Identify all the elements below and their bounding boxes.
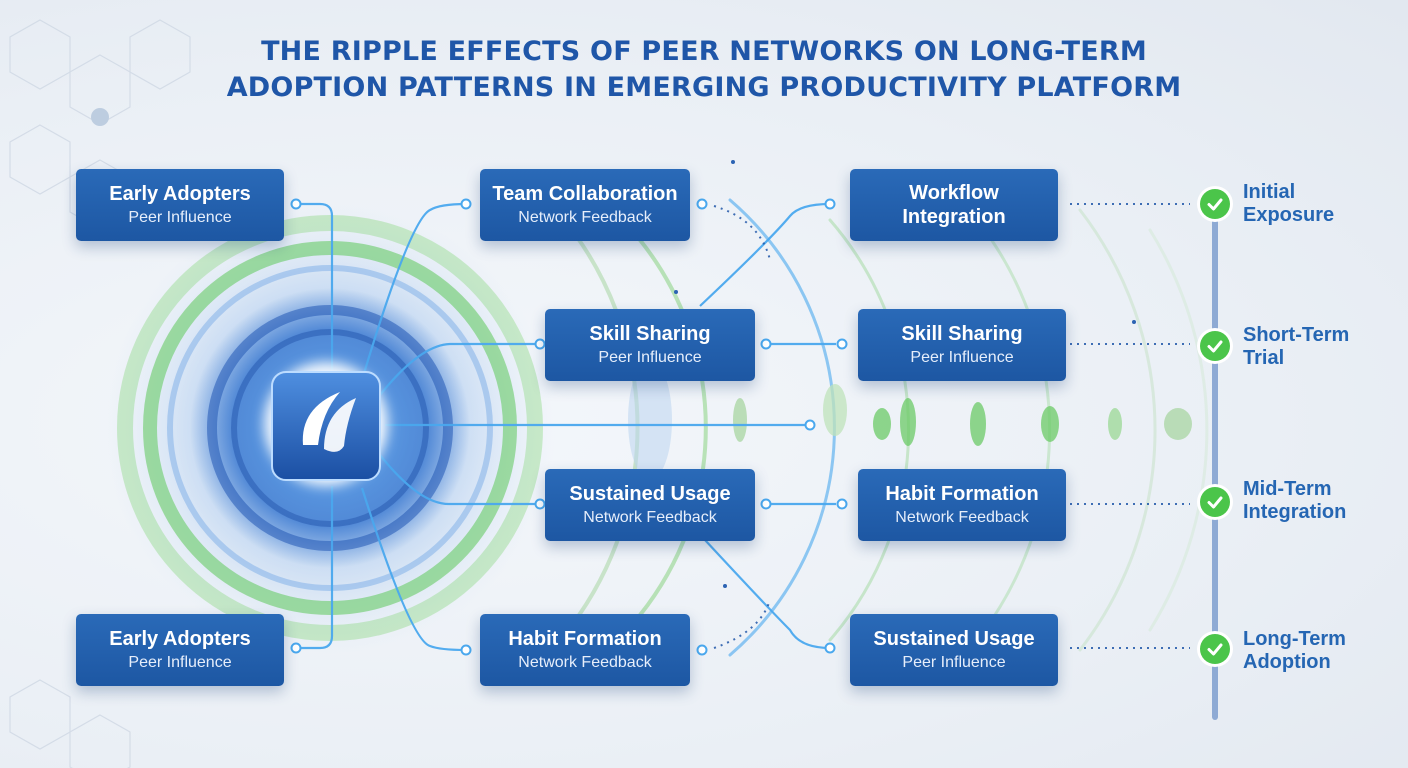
- stage-line-1: Short-Term: [1243, 324, 1350, 346]
- node-subtitle: Peer Influence: [128, 653, 232, 671]
- node-subtitle: Network Feedback: [518, 208, 652, 226]
- node-workflow-integration: Workflow Integration: [850, 169, 1058, 241]
- stage-label-short-term-trial: Short-Term Trial: [1243, 324, 1349, 370]
- node-habit-formation-right: Habit Formation Network Feedback: [858, 469, 1066, 541]
- node-sustained-usage-mid: Sustained Usage Network Feedback: [545, 469, 755, 541]
- node-subtitle: Network Feedback: [518, 653, 652, 671]
- check-icon: [1200, 487, 1230, 517]
- node-early-adopters-top: Early Adopters Peer Influence: [76, 169, 284, 241]
- node-habit-formation-bottom: Habit Formation Network Feedback: [480, 614, 690, 686]
- adoption-timeline: [1212, 198, 1218, 720]
- node-title: Workflow Integration: [902, 182, 1006, 228]
- node-skill-sharing-mid: Skill Sharing Peer Influence: [545, 309, 755, 381]
- stage-line-1: Mid-Term: [1243, 478, 1332, 500]
- platform-logo-icon: [271, 371, 381, 481]
- stage-label-mid-term-integration: Mid-Term Integration: [1243, 478, 1346, 524]
- node-title: Early Adopters: [109, 182, 251, 205]
- page-title: THE RIPPLE EFFECTS OF PEER NETWORKS ON L…: [0, 34, 1408, 106]
- check-icon: [1200, 634, 1230, 664]
- ripple-blobs: [628, 360, 1192, 480]
- stage-label-long-term-adoption: Long-Term Adoption: [1243, 628, 1346, 674]
- title-line-1: THE RIPPLE EFFECTS OF PEER NETWORKS ON L…: [261, 36, 1147, 67]
- node-title: Sustained Usage: [569, 482, 731, 505]
- node-title: Skill Sharing: [589, 322, 711, 345]
- connector-lines: [296, 202, 836, 652]
- check-icon: [1200, 189, 1230, 219]
- node-subtitle: Peer Influence: [910, 348, 1014, 366]
- node-subtitle: Network Feedback: [895, 508, 1029, 526]
- node-subtitle: Peer Influence: [128, 208, 232, 226]
- node-title: Early Adopters: [109, 627, 251, 650]
- title-line-2: ADOPTION PATTERNS IN EMERGING PRODUCTIVI…: [226, 72, 1182, 103]
- stage-line-2: Exposure: [1243, 204, 1335, 226]
- check-icon: [1200, 331, 1230, 361]
- node-title: Skill Sharing: [901, 322, 1023, 345]
- node-sustained-usage-bottom: Sustained Usage Peer Influence: [850, 614, 1058, 686]
- node-subtitle: Peer Influence: [902, 653, 1006, 671]
- node-title: Team Collaboration: [492, 182, 678, 205]
- decor-dot: [91, 108, 109, 126]
- stage-line-2: Trial: [1243, 347, 1285, 369]
- dotted-connectors: [713, 203, 1190, 649]
- stage-line-1: Initial: [1243, 181, 1296, 203]
- stage-line-1: Long-Term: [1243, 628, 1346, 650]
- stage-line-2: Adoption: [1243, 651, 1331, 673]
- stage-label-initial-exposure: Initial Exposure: [1243, 181, 1334, 227]
- node-title: Habit Formation: [508, 627, 662, 650]
- node-skill-sharing-right: Skill Sharing Peer Influence: [858, 309, 1066, 381]
- node-subtitle: Peer Influence: [598, 348, 702, 366]
- node-team-collaboration: Team Collaboration Network Feedback: [480, 169, 690, 241]
- stage-line-2: Integration: [1243, 501, 1347, 523]
- connector-endpoints: [290, 198, 848, 656]
- node-title: Habit Formation: [885, 482, 1039, 505]
- node-early-adopters-bottom: Early Adopters Peer Influence: [76, 614, 284, 686]
- node-title: Sustained Usage: [873, 627, 1035, 650]
- node-subtitle: Network Feedback: [583, 508, 717, 526]
